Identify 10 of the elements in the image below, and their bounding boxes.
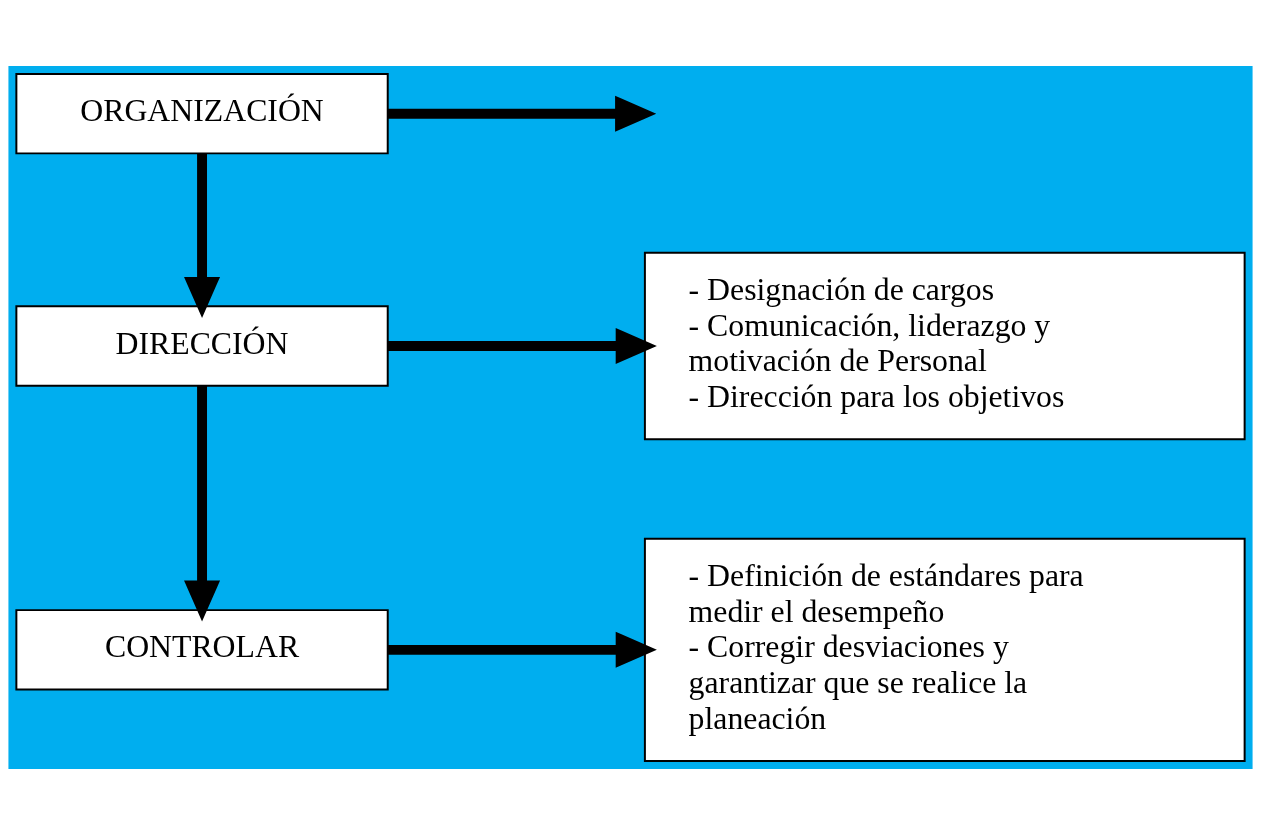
arrow	[387, 327, 657, 364]
node-box: DIRECCIÓN	[15, 304, 389, 387]
arrow	[387, 631, 657, 668]
node-box: CONTROLAR	[15, 608, 389, 691]
arrow	[388, 95, 657, 132]
node-box: ORGANIZACIÓN	[15, 72, 389, 154]
arrow	[184, 385, 221, 622]
arrow	[184, 153, 221, 318]
node-box: - Definición de estándares para medir el desempeño - Corregir desviaciones y garantizar que se realice la planeación	[643, 537, 1246, 762]
node-box: - Designación de cargos - Comunicación, liderazgo y motivación de Personal - Dirección para los objetivos	[643, 251, 1246, 440]
